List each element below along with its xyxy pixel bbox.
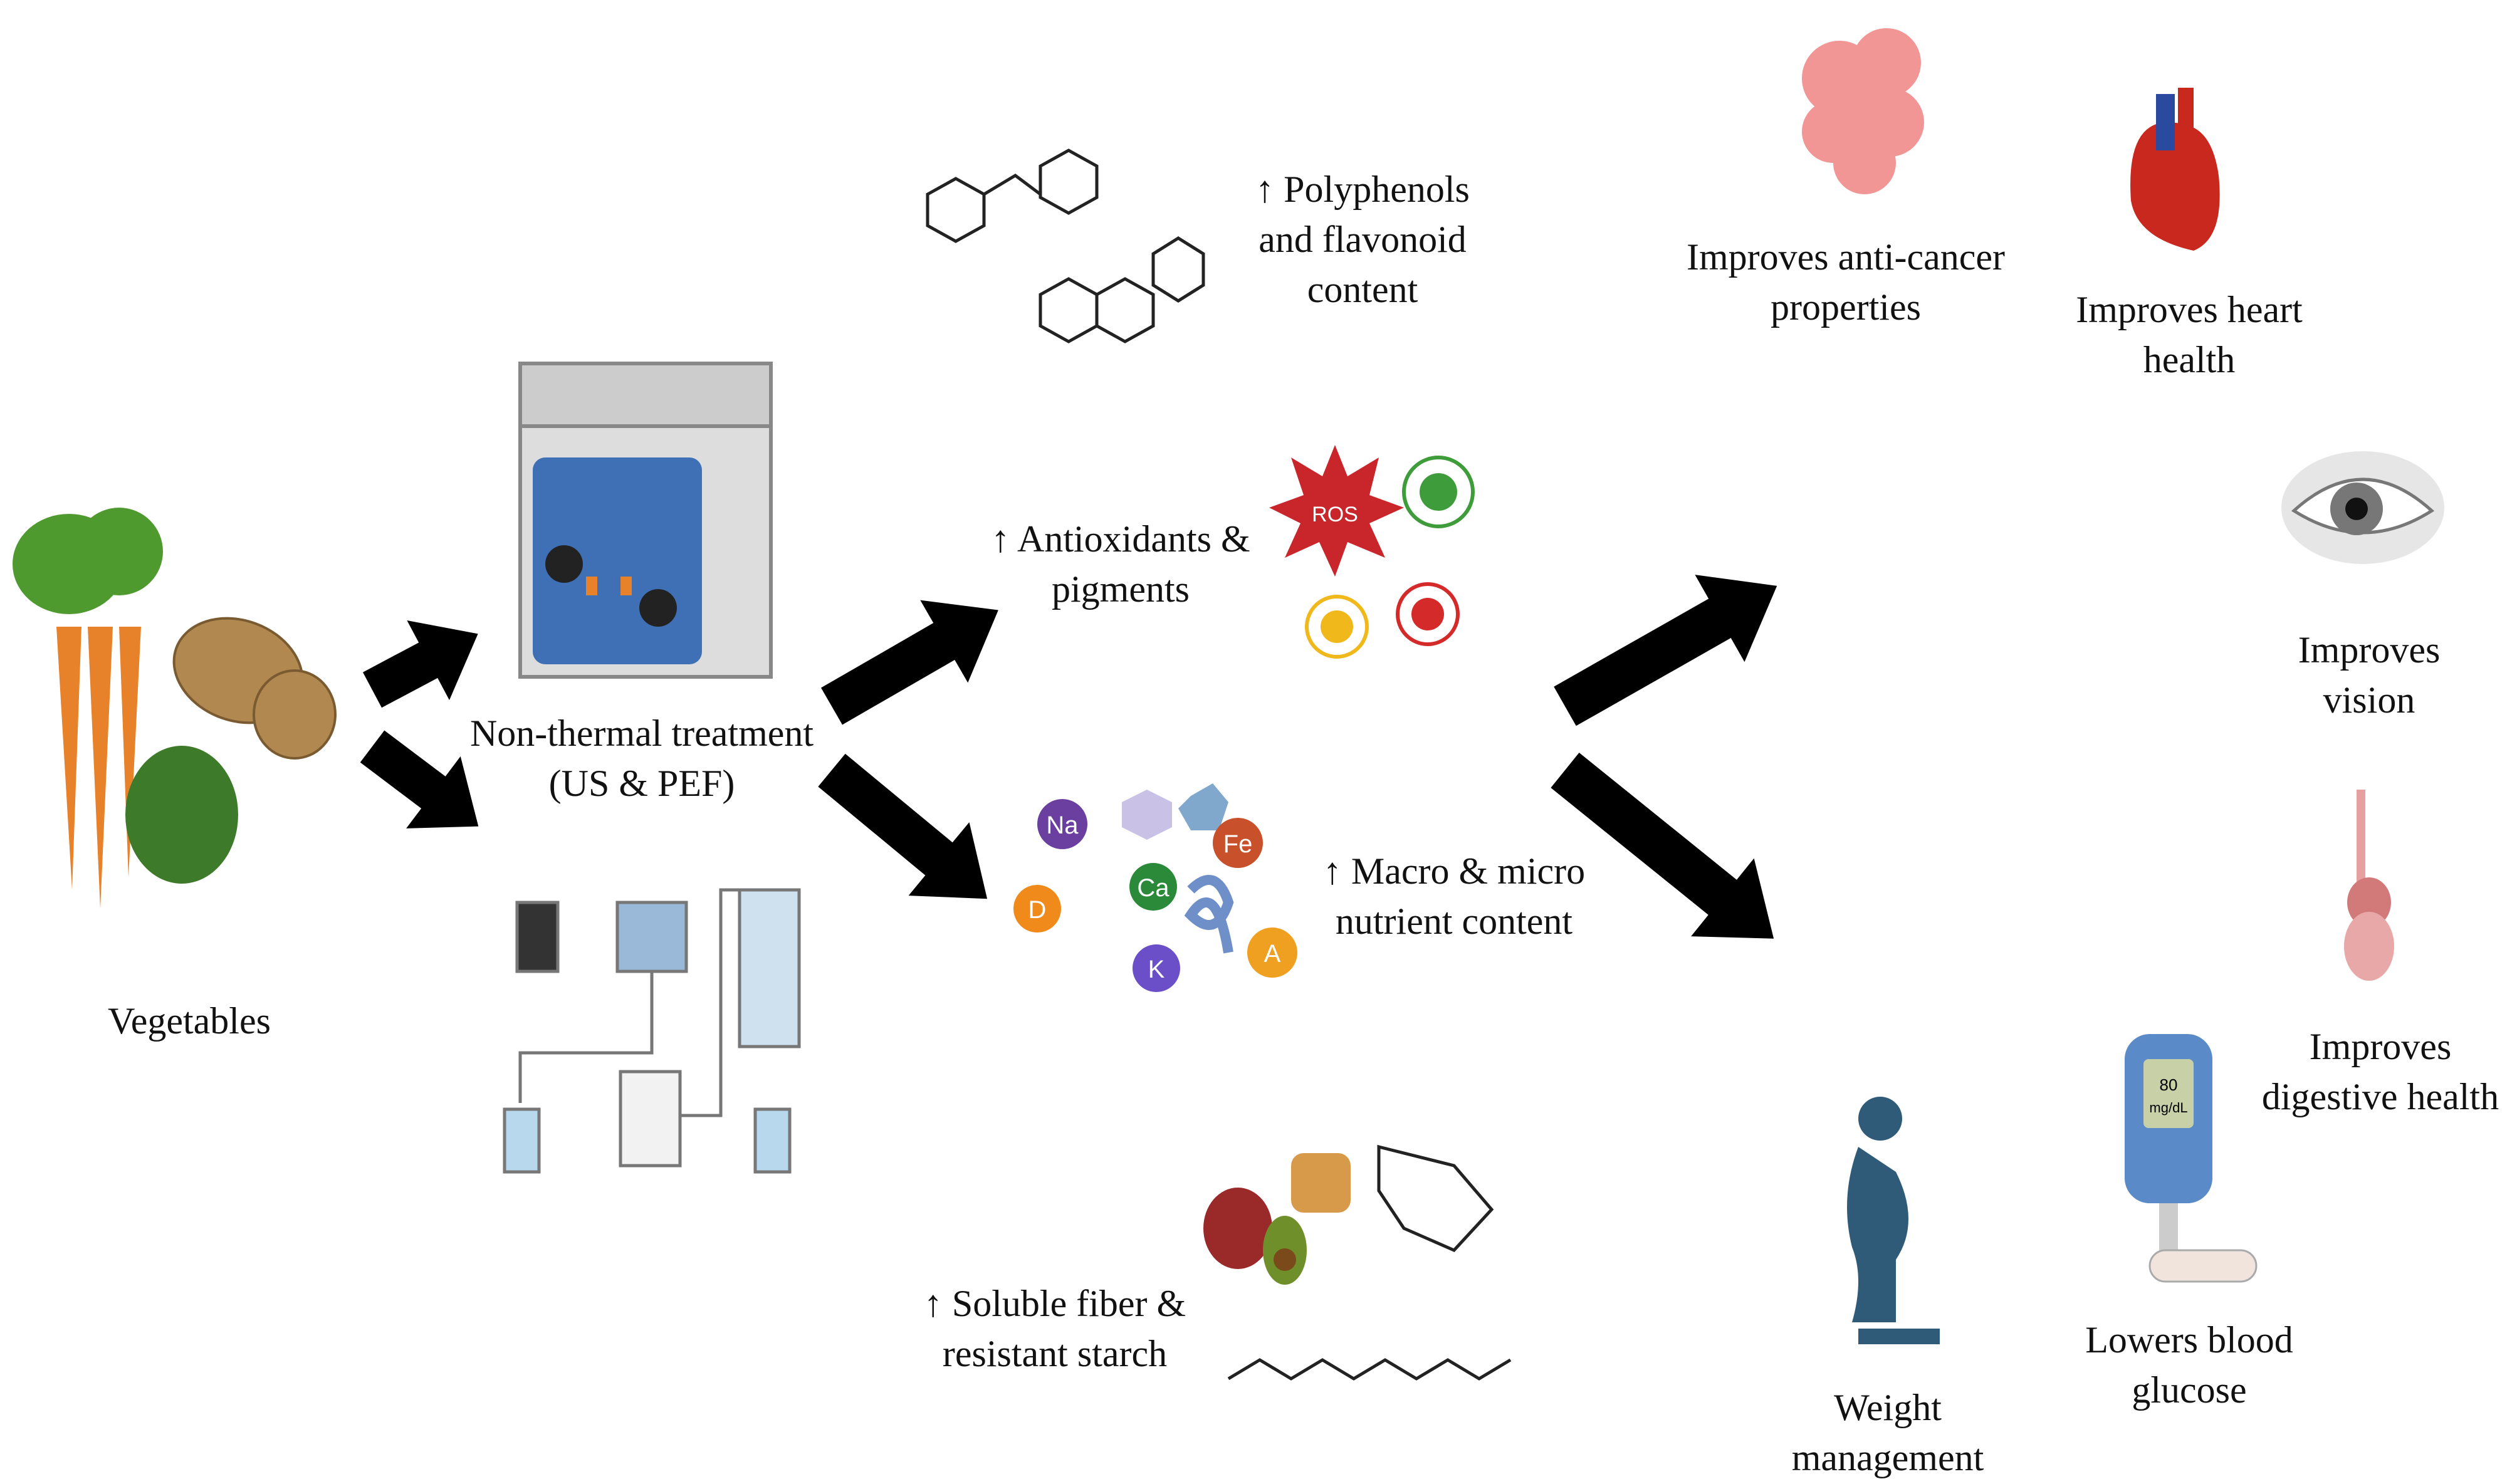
- polyphenols-label: ↑ Polyphenols and flavonoid content: [1255, 164, 1470, 315]
- glucose-line2: glucose: [2132, 1369, 2247, 1411]
- digestive-system-icon: [2344, 790, 2394, 981]
- eye-icon: [2281, 451, 2444, 564]
- sugar-molecule-icon: [1227, 1144, 1512, 1381]
- antioxidant-icons: ROS: [1269, 445, 1475, 659]
- arrow-to-health-top: [1554, 575, 1777, 726]
- weight-line1: Weight: [1834, 1387, 1942, 1428]
- pef-setup-icon: [503, 888, 801, 1174]
- antioxidants-line2: pigments: [1051, 568, 1190, 610]
- glucose-line1: Lowers blood: [2085, 1319, 2293, 1361]
- nutrients-label: ↑ Macro & micro nutrient content: [1323, 846, 1585, 946]
- meter-value: 80: [2160, 1075, 2178, 1094]
- badge-na: Na: [1046, 812, 1079, 839]
- badge-k: K: [1148, 956, 1165, 983]
- vegetables-icon: [13, 508, 337, 909]
- digestive-line1: Improves: [2309, 1026, 2452, 1067]
- fiber-line2: resistant starch: [942, 1333, 1168, 1374]
- heart-line1: Improves heart: [2076, 289, 2303, 330]
- ros-burst-icon: [1269, 445, 1404, 577]
- glucose-label: Lowers blood glucose: [2085, 1315, 2293, 1415]
- anticancer-label: Improves anti-cancer properties: [1687, 232, 2005, 332]
- antioxidants-label: ↑ Antioxidants & pigments: [991, 514, 1250, 614]
- weight-scale-person-icon: [1847, 1097, 1940, 1344]
- vision-line2: vision: [2323, 679, 2415, 721]
- heart-icon: [2130, 88, 2220, 251]
- fiber-label: ↑ Soluble fiber & resistant starch: [924, 1278, 1186, 1379]
- ultrasonic-bath-icon: [518, 362, 773, 679]
- polyphenols-line2: and flavonoid: [1258, 219, 1467, 260]
- glucose-meter-icon: 80 mg/dL: [2125, 1034, 2258, 1283]
- anticancer-line2: properties: [1771, 286, 1921, 328]
- badge-a: A: [1264, 940, 1281, 968]
- ros-label: ROS: [1312, 503, 1358, 526]
- arrow-to-nutrients: [818, 753, 988, 899]
- weight-label: Weight management: [1792, 1382, 1984, 1483]
- arrow-to-ultrasound: [362, 620, 478, 708]
- nutrient-icons: Na Fe Ca D K A: [1013, 783, 1297, 992]
- polyphenol-molecule-icon: [926, 149, 1205, 343]
- treatment-line1: Non-thermal treatment: [469, 713, 814, 754]
- treatment-line2: (US & PEF): [548, 763, 735, 804]
- antioxidants-line1: ↑ Antioxidants &: [991, 518, 1250, 560]
- heart-line2: health: [2143, 339, 2236, 380]
- vision-line1: Improves: [2298, 629, 2441, 671]
- treatment-label: Non-thermal treatment (US & PEF): [470, 708, 814, 808]
- anticancer-line1: Improves anti-cancer: [1686, 236, 2006, 278]
- digestive-line2: digestive health: [2261, 1076, 2499, 1117]
- vegetables-label: Vegetables: [108, 1000, 271, 1042]
- polyphenols-line1: ↑ Polyphenols: [1255, 169, 1470, 210]
- cancer-cells-icon: [1802, 28, 1924, 194]
- polyphenols-line3: content: [1307, 269, 1418, 310]
- fiber-food-icon: [1203, 1153, 1351, 1285]
- badge-fe: Fe: [1223, 830, 1253, 858]
- nutrients-line2: nutrient content: [1335, 901, 1573, 942]
- nutrients-line1: ↑ Macro & micro: [1322, 850, 1586, 892]
- badge-d: D: [1028, 896, 1047, 924]
- badge-ca: Ca: [1137, 874, 1170, 902]
- arrow-to-health-bottom: [1551, 752, 1774, 939]
- arrow-to-pef: [360, 730, 479, 828]
- fiber-line1: ↑ Soluble fiber &: [923, 1283, 1186, 1324]
- digestive-label: Improves digestive health: [2262, 1022, 2499, 1122]
- weight-line2: management: [1791, 1437, 1984, 1478]
- arrow-to-antioxidants: [821, 600, 998, 725]
- vision-label: Improves vision: [2298, 625, 2441, 725]
- heart-label: Improves heart health: [2076, 285, 2303, 385]
- meter-unit: mg/dL: [2149, 1100, 2187, 1116]
